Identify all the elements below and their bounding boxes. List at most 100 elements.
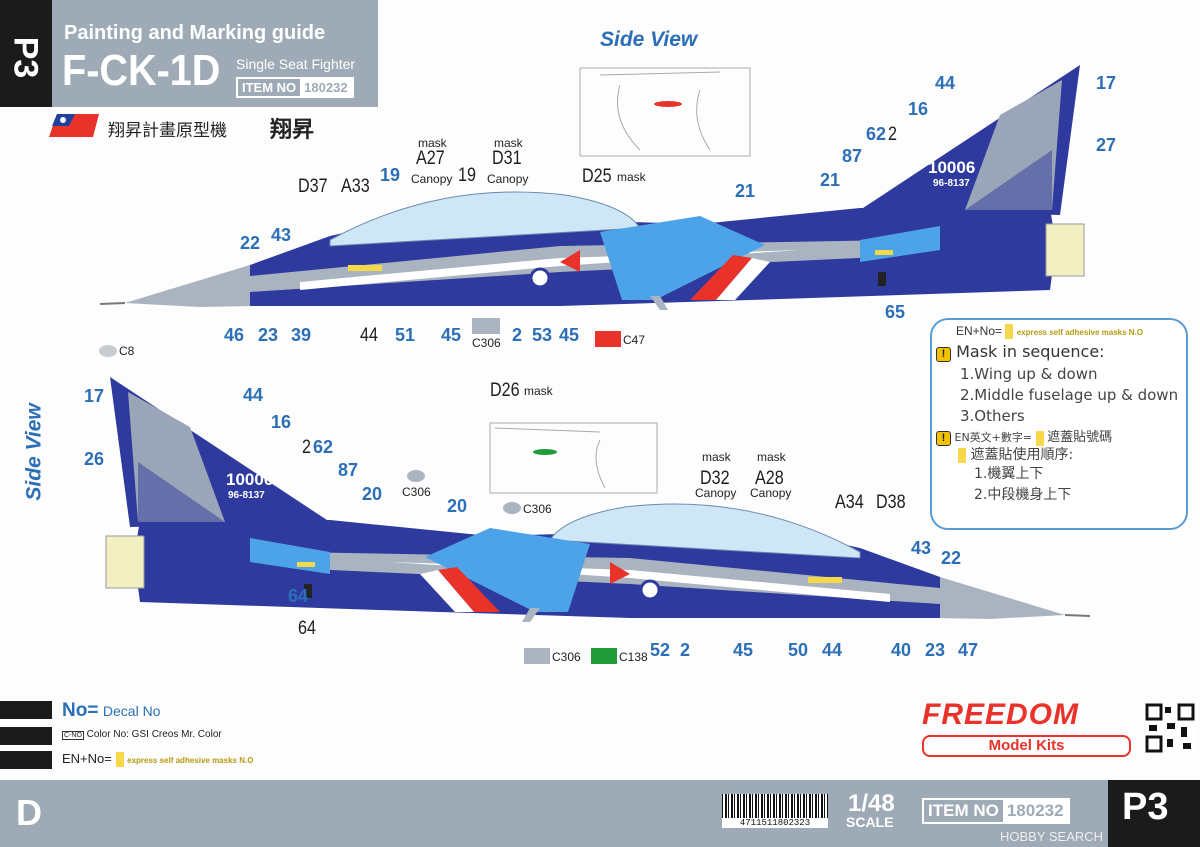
decal-label: 45 — [441, 325, 462, 345]
model-subtitle: Single Seat Fighter — [236, 56, 356, 72]
mask-sequence-legend: EN+No= express self adhesive masks N.O !… — [930, 318, 1188, 530]
color-key-text: Color No: GSI Creos Mr. Color — [86, 729, 222, 740]
canopy-note: Canopy — [750, 486, 792, 500]
decal-label: 46 — [224, 325, 245, 345]
decal-label: 44 — [243, 385, 264, 405]
color-code: C306 — [523, 502, 552, 516]
decal-label: 44 — [822, 640, 843, 660]
color-key: C-NO Color No: GSI Creos Mr. Color — [62, 729, 222, 740]
decal-key-prefix: No= — [62, 700, 99, 721]
legend-prefix: EN+No= — [956, 324, 1003, 338]
tail-number: 10006 — [226, 470, 274, 489]
decal-label: 45 — [559, 325, 580, 345]
mask-label: A27 — [416, 148, 445, 169]
decal-label: 2 — [680, 640, 691, 660]
part-label: A33 — [341, 176, 370, 197]
key-bar — [0, 751, 52, 769]
canopy-note: Canopy — [487, 172, 529, 186]
decal-label: 17 — [84, 386, 105, 406]
decal-key: No= Decal No — [62, 700, 160, 722]
decal-label: 53 — [532, 325, 553, 345]
part-label: D37 — [298, 176, 328, 197]
color-swatches — [99, 318, 621, 664]
legend-zh-text: 遮蓋貼號碼 — [1047, 430, 1113, 445]
decal-label: 22 — [941, 548, 962, 568]
decal-label: 20 — [362, 484, 383, 504]
color-code: C8 — [119, 344, 135, 358]
canopy-note: Canopy — [695, 486, 737, 500]
decal-label: 40 — [891, 640, 912, 660]
decal-label: 52 — [650, 640, 671, 660]
decal-key-text: Decal No — [102, 703, 161, 719]
inset-intake-top — [579, 67, 751, 157]
decal-label: 50 — [788, 640, 809, 660]
chinese-name: 翔昇 — [270, 117, 315, 143]
mask-swatch — [1035, 430, 1044, 446]
item-no: 180232 — [300, 79, 352, 96]
tail-number: 10006 — [928, 158, 976, 177]
decal-label: 45 — [733, 640, 754, 660]
decal-label: 62 — [866, 124, 887, 144]
color-code: C306 — [472, 336, 501, 350]
key-bar — [0, 701, 52, 719]
mask-note: mask — [494, 136, 523, 150]
barcode-number: 4711511802323 — [722, 818, 828, 828]
canopy-note: Canopy — [411, 172, 453, 186]
mask-swatch — [115, 752, 124, 768]
legend-zh-prefix: EN英文+數字= — [954, 431, 1033, 444]
watermark: HOBBY SEARCH — [1000, 829, 1104, 844]
legend-mask-text: express self adhesive masks N.O — [1016, 328, 1144, 337]
item-no: 180232 — [1002, 800, 1068, 822]
decal-label: 51 — [395, 325, 416, 345]
part-label: 2 — [302, 437, 311, 458]
decal-label: 39 — [291, 325, 312, 345]
header-panel: P3 Painting and Marking guide F-CK-1D Si… — [0, 0, 378, 107]
mask-key-prefix: EN+No= — [62, 751, 112, 766]
model-name: F-CK-1D — [62, 46, 221, 95]
aircraft-illustrations — [98, 63, 1092, 664]
decal-label: 87 — [338, 460, 359, 480]
mask-label: D26 — [490, 380, 520, 401]
decal-label: 21 — [820, 170, 841, 190]
legend-zh-heading: 遮蓋貼使用順序: — [970, 447, 1074, 463]
decal-label: 62 — [313, 437, 334, 457]
key-bar — [0, 727, 52, 745]
mask-key-text: express self adhesive masks N.O — [127, 756, 254, 765]
color-code: C138 — [619, 650, 648, 664]
color-code: C47 — [623, 333, 646, 347]
decal-label: 23 — [925, 640, 946, 660]
brand-subtitle: Model Kits — [922, 735, 1131, 757]
mask-label: D25 — [582, 166, 612, 187]
part-label: A34 — [835, 492, 864, 513]
decal-label: 16 — [271, 412, 292, 432]
color-key-box: C-NO — [62, 731, 84, 740]
part-label: D38 — [876, 492, 906, 513]
mask-swatch — [958, 447, 966, 463]
decal-label: 23 — [258, 325, 279, 345]
decal-label: 21 — [735, 181, 756, 201]
decal-label: 43 — [911, 538, 932, 558]
decal-label: 2 — [512, 325, 523, 345]
part-label: 2 — [888, 124, 897, 145]
decal-label: 43 — [271, 225, 292, 245]
decal-label: 17 — [1096, 73, 1117, 93]
decal-label: 44 — [935, 73, 956, 93]
mask-label: A28 — [755, 468, 784, 489]
inset-intake-bottom — [489, 422, 658, 494]
mask-note: mask — [418, 136, 447, 150]
decal-label: 65 — [885, 302, 906, 322]
part-label: 64 — [298, 618, 316, 639]
decal-label: 16 — [908, 99, 929, 119]
mask-swatch — [1005, 324, 1014, 340]
warning-icon: ! — [936, 431, 951, 446]
legend-step: 1.Wing up & down — [960, 365, 1098, 383]
sheet-letter: D — [16, 792, 42, 833]
item-label: ITEM NO — [928, 801, 999, 820]
brand-logo: FREEDOM — [922, 698, 1079, 731]
mask-note: mask — [702, 450, 731, 464]
tail-serial: 96-8137 — [933, 178, 970, 189]
